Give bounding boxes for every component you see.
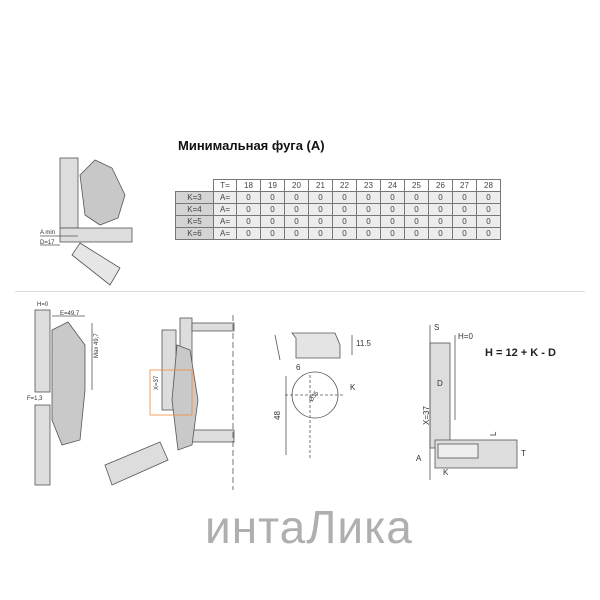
gap-value: 0 [356, 227, 381, 240]
gap-value: 0 [332, 191, 357, 204]
t-label: T [521, 449, 526, 458]
gap-value: 0 [308, 227, 333, 240]
gap-value: 0 [356, 215, 381, 228]
formula: H = 12 + K - D [485, 347, 556, 359]
open-hinge-diagram [104, 315, 235, 490]
section-diagram [429, 325, 518, 480]
gap-value: 0 [404, 227, 429, 240]
gap-value: 0 [260, 227, 285, 240]
max-label: Max 49,7 [94, 333, 100, 358]
gap-value: 0 [308, 191, 333, 204]
a-label: A [416, 454, 422, 463]
diameter-label: Ø35 [309, 390, 321, 403]
a-min-label: A min [40, 230, 55, 236]
gap-value: 0 [476, 227, 501, 240]
x-section-label: X=37 [422, 406, 431, 425]
plate-height-label: 11.5 [356, 339, 372, 348]
gap-value: 0 [428, 227, 453, 240]
s-label: S [434, 323, 439, 332]
side-hinge-diagram [34, 309, 93, 486]
e-label: E=49,7 [60, 311, 80, 317]
k-label: K [350, 383, 356, 392]
watermark-logo: интаЛика [205, 501, 413, 553]
gap-value: 0 [308, 203, 333, 216]
f-label: F=1,3 [27, 396, 43, 402]
gap-value: 0 [308, 215, 333, 228]
offset-label: 6 [296, 363, 301, 372]
top-hinge-diagram [40, 157, 133, 286]
gap-value: 0 [284, 203, 309, 216]
h-label: H=0 [37, 302, 49, 308]
depth-label: 48 [273, 411, 282, 420]
gap-value: 0 [452, 227, 477, 240]
gap-value: 0 [380, 191, 405, 204]
gap-value: 0 [332, 227, 357, 240]
gap-value: 0 [452, 215, 477, 228]
gap-value: 0 [236, 191, 261, 204]
gap-value: 0 [380, 203, 405, 216]
h0-label: H=0 [458, 332, 473, 341]
gap-value: 0 [476, 191, 501, 204]
a-cell: A= [213, 215, 237, 228]
gap-value: 0 [284, 191, 309, 204]
divider [15, 291, 585, 292]
corner-cell [175, 179, 214, 192]
x-label: X=37 [154, 375, 160, 390]
gap-value: 0 [236, 203, 261, 216]
l-label: L [489, 431, 498, 436]
d-section-label: D [437, 379, 443, 388]
gap-value: 0 [356, 191, 381, 204]
mounting-plate-diagram [274, 332, 353, 460]
gap-value: 0 [260, 191, 285, 204]
k-cell: K=6 [175, 227, 214, 240]
table-title: Минимальная фуга (A) [178, 138, 325, 153]
a-cell: A= [213, 227, 237, 240]
d-label: D=17 [40, 240, 55, 246]
k-section-label: K [443, 468, 449, 477]
